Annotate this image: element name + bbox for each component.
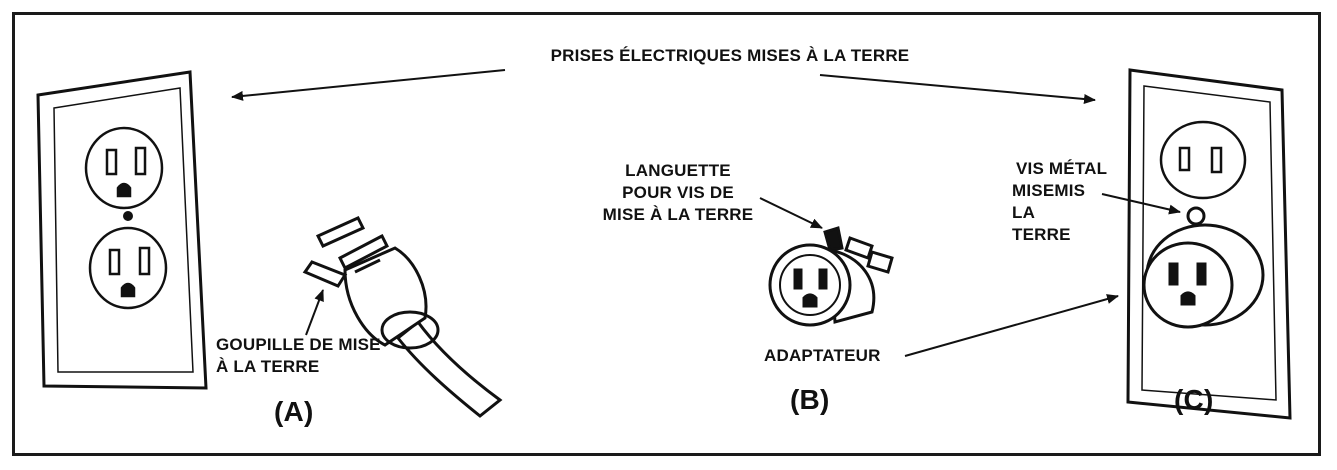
adapter-b <box>768 226 894 327</box>
label-screw-tab: LANGUETTE POUR VIS DE MISE À LA TERRE <box>568 160 788 226</box>
diagram-title: PRISES ÉLECTRIQUES MISES À LA TERRE <box>550 46 910 65</box>
arrow-title-to-c <box>819 74 1096 104</box>
leader-lines <box>231 69 1181 357</box>
label-grounding-pin-line-2: À LA TERRE <box>216 357 320 376</box>
arrow-screw-tab <box>759 197 823 229</box>
figure-label-c: (C) <box>1174 384 1214 415</box>
outlet-c-metal-screw <box>1186 206 1206 226</box>
label-grounding-pin: GOUPILLE DE MISE À LA TERRE <box>216 334 381 378</box>
outlet-a-receptacle-bottom <box>88 226 168 310</box>
label-adapter: ADAPTATEUR <box>764 346 881 365</box>
label-screw-tab-line-1: LANGUETTE <box>625 161 731 180</box>
grounded-plug <box>302 216 503 418</box>
label-screw-tab-line-2: POUR VIS DE <box>622 183 734 202</box>
outlet-c-adapter <box>1142 223 1265 329</box>
outlet-a-receptacle-top <box>84 126 164 210</box>
label-screw-tab-line-3: MISE À LA TERRE <box>602 205 754 224</box>
label-metal-screw: VIS MÉTAL MISEMIS LA TERRE <box>1012 158 1107 246</box>
arrow-title-to-a <box>231 69 506 101</box>
outlet-c-receptacle-top <box>1159 120 1247 200</box>
figure-label-a: (A) <box>274 396 314 427</box>
label-metal-screw-line-4: TERRE <box>1012 225 1071 244</box>
label-metal-screw-line-2: MISEMIS <box>1012 181 1086 200</box>
label-metal-screw-line-3: LA <box>1012 203 1036 222</box>
label-grounding-pin-line-1: GOUPILLE DE MISE <box>216 335 381 354</box>
outlet-a-center-screw <box>123 211 133 221</box>
arrow-adapter <box>904 294 1119 357</box>
arrow-grounding-pin <box>305 289 324 336</box>
figure-label-b: (B) <box>790 384 830 415</box>
arrow-metal-screw <box>1101 193 1181 215</box>
label-metal-screw-line-1: VIS MÉTAL <box>1016 159 1108 178</box>
diagram-frame <box>12 12 1321 456</box>
